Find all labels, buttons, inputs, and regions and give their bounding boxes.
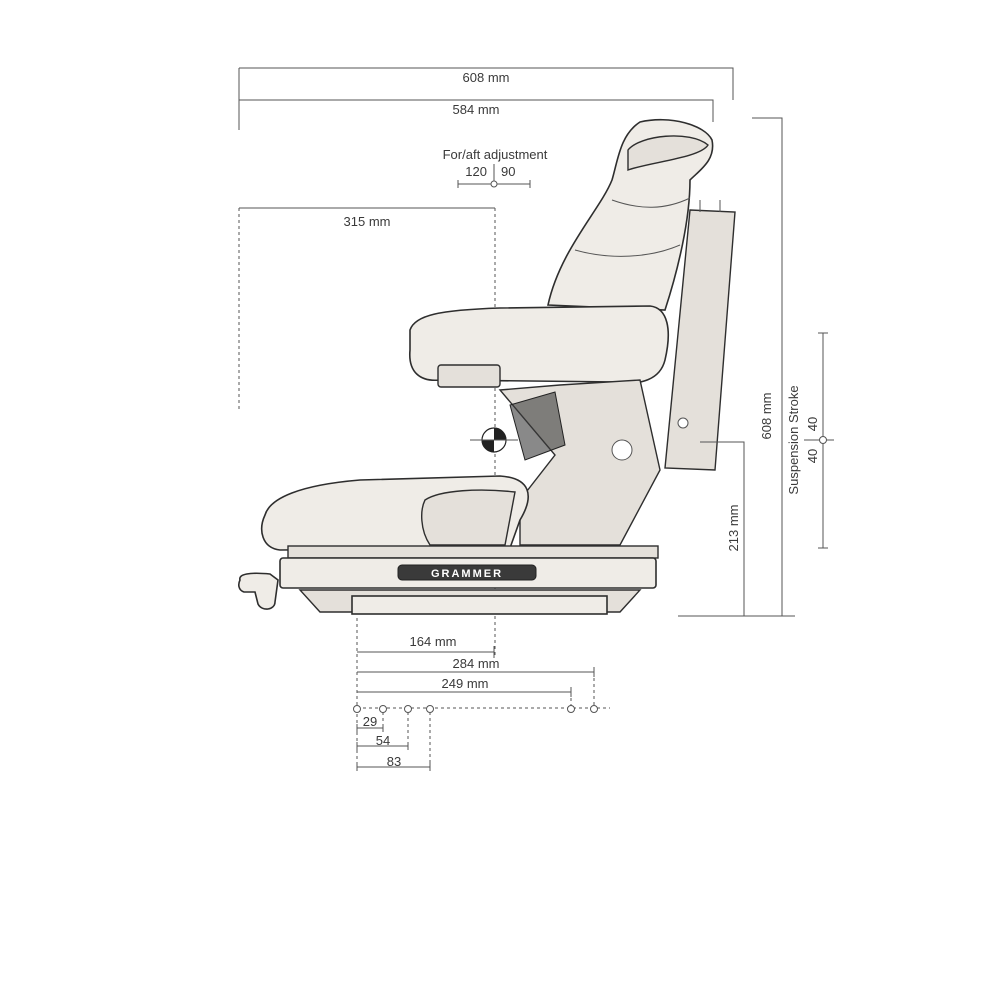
hole-29-label: 29 bbox=[363, 714, 377, 729]
mount-284-label: 284 mm bbox=[453, 656, 500, 671]
hole-54-label: 54 bbox=[376, 733, 390, 748]
seat-depth-dimension: 584 mm bbox=[239, 99, 714, 122]
overall-height-dimension: 608 mm bbox=[678, 117, 795, 617]
sip-to-back-label: 315 mm bbox=[344, 214, 391, 229]
mount-249-label: 249 mm bbox=[442, 676, 489, 691]
seat-depth-label: 584 mm bbox=[453, 102, 500, 117]
overall-depth-label: 608 mm bbox=[463, 70, 510, 85]
overall-depth-dimension: 608 mm bbox=[238, 67, 734, 130]
suspension-stroke-label: Suspension Stroke bbox=[786, 385, 801, 494]
grammer-logo: GRAMMER bbox=[397, 564, 537, 581]
sip-height-label: 213 mm bbox=[726, 505, 741, 552]
suspension-up-value: 40 bbox=[805, 417, 820, 431]
seat-index-point-marker bbox=[470, 427, 518, 453]
mounting-holes bbox=[353, 705, 598, 713]
overall-height-label: 608 mm bbox=[759, 393, 774, 440]
grammer-logo-text: GRAMMER bbox=[431, 568, 503, 580]
hole-83-label: 83 bbox=[387, 754, 401, 769]
for-aft-back-value: 120 bbox=[465, 164, 487, 179]
for-aft-label: For/aft adjustment bbox=[443, 147, 548, 162]
for-aft-front-value: 90 bbox=[501, 164, 515, 179]
for-aft-adjustment: For/aft adjustment 120 90 bbox=[443, 147, 548, 188]
suspension-stroke-dimension: Suspension Stroke 40 40 bbox=[786, 332, 834, 549]
sip-height-dimension: 213 mm bbox=[700, 441, 745, 616]
seat-illustration: GRAMMER bbox=[238, 118, 736, 615]
suspension-down-value: 40 bbox=[805, 449, 820, 463]
mount-to-sip-label: 164 mm bbox=[410, 634, 457, 649]
mounting-dimensions: 164 mm 284 mm 249 mm 29 54 83 bbox=[353, 618, 610, 771]
